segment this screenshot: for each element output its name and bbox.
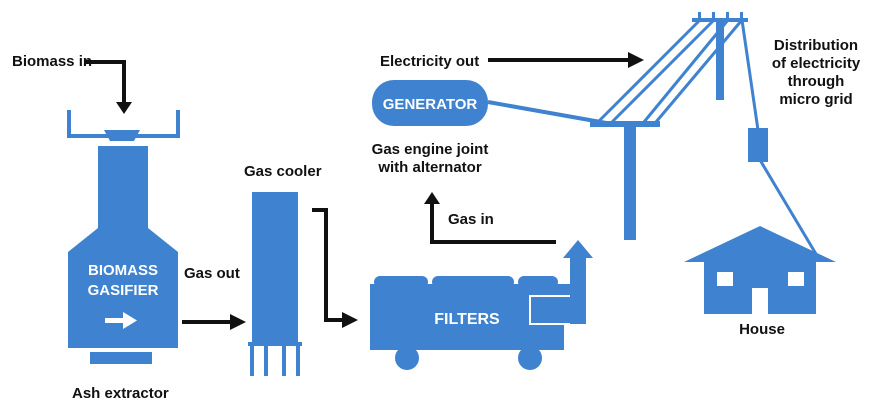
up-arrow-icon bbox=[563, 240, 593, 258]
generator: GENERATOR bbox=[372, 80, 488, 126]
filters-wheel-left bbox=[395, 346, 419, 370]
distribution-label-line4: micro grid bbox=[779, 91, 852, 108]
insulator-1 bbox=[698, 12, 701, 18]
arrowheads bbox=[116, 52, 644, 330]
gas-out-label: Gas out bbox=[184, 265, 240, 282]
hopper-left-wall bbox=[67, 110, 71, 138]
distribution-label-line1: Distribution bbox=[774, 37, 858, 54]
arrowhead-up-gas-in bbox=[424, 192, 440, 204]
hopper-funnel bbox=[104, 130, 140, 141]
gas-engine-label-line1: Gas engine joint bbox=[372, 141, 489, 158]
house-roof bbox=[684, 226, 836, 262]
generator-label: GENERATOR bbox=[383, 96, 478, 113]
cooler-to-filters-arrow bbox=[312, 208, 344, 322]
generator-cable bbox=[487, 100, 613, 126]
distribution-label-line3: through bbox=[788, 73, 845, 90]
house-window-left bbox=[717, 272, 733, 286]
gasifier-column bbox=[98, 146, 148, 228]
right-arrow-icon bbox=[105, 312, 137, 329]
house-window-right bbox=[788, 272, 804, 286]
distribution-label-line2: of electricity bbox=[772, 55, 861, 72]
insulator-3 bbox=[726, 12, 729, 18]
generator-body bbox=[372, 80, 488, 126]
biomass-in-arrow bbox=[86, 60, 126, 104]
arrowhead-down-biomass bbox=[116, 102, 132, 114]
gas-in-label: Gas in bbox=[448, 211, 494, 228]
gas-cooler-leg-4 bbox=[296, 346, 300, 376]
insulator-4 bbox=[740, 12, 743, 18]
gas-cooler-body bbox=[252, 192, 298, 342]
power-pole-far bbox=[692, 12, 748, 100]
filters-wheel-right bbox=[518, 346, 542, 370]
house bbox=[684, 226, 836, 314]
arrowhead-right-electricity bbox=[628, 52, 644, 68]
power-lines bbox=[596, 18, 818, 255]
ash-extractor-label: Ash extractor bbox=[72, 385, 169, 402]
ash-extractor-block bbox=[90, 352, 152, 364]
arrows bbox=[86, 58, 630, 324]
arrowhead-right-filters bbox=[342, 312, 358, 328]
insulator-2 bbox=[712, 12, 715, 18]
gas-cooler-leg-3 bbox=[282, 346, 286, 376]
pole-post-far bbox=[716, 22, 724, 100]
biomass-gasifier bbox=[67, 110, 180, 364]
gas-cooler-label: Gas cooler bbox=[244, 163, 322, 180]
arrowhead-right-gas-out bbox=[230, 314, 246, 330]
house-label: House bbox=[739, 321, 785, 338]
filters-unit bbox=[370, 240, 593, 370]
pole-post-near bbox=[624, 127, 636, 240]
biomass-in-label: Biomass in bbox=[12, 53, 92, 70]
gasifier-label-line1: BIOMASS bbox=[88, 262, 158, 279]
pole-crossarm-near bbox=[590, 121, 660, 127]
transformer-box bbox=[748, 128, 768, 162]
filters-label: FILTERS bbox=[434, 311, 500, 328]
electricity-out-label: Electricity out bbox=[380, 53, 479, 70]
power-pole-near bbox=[590, 121, 660, 240]
gas-cooler-leg-1 bbox=[250, 346, 254, 376]
gas-cooler-leg-2 bbox=[264, 346, 268, 376]
gasifier-body bbox=[68, 252, 178, 348]
gas-cooler bbox=[248, 192, 302, 376]
exhaust-pipe-vertical bbox=[570, 256, 586, 324]
pole-crossarm-far bbox=[692, 18, 748, 22]
gasifier-cone bbox=[68, 228, 178, 252]
gas-engine-label-line2: with alternator bbox=[377, 159, 482, 176]
hopper-right-wall bbox=[176, 110, 180, 138]
gasifier-label-line2: GASIFIER bbox=[88, 282, 159, 299]
gas-in-arrow bbox=[430, 202, 556, 244]
gas-cooler-base bbox=[248, 342, 302, 346]
house-door bbox=[752, 288, 768, 314]
